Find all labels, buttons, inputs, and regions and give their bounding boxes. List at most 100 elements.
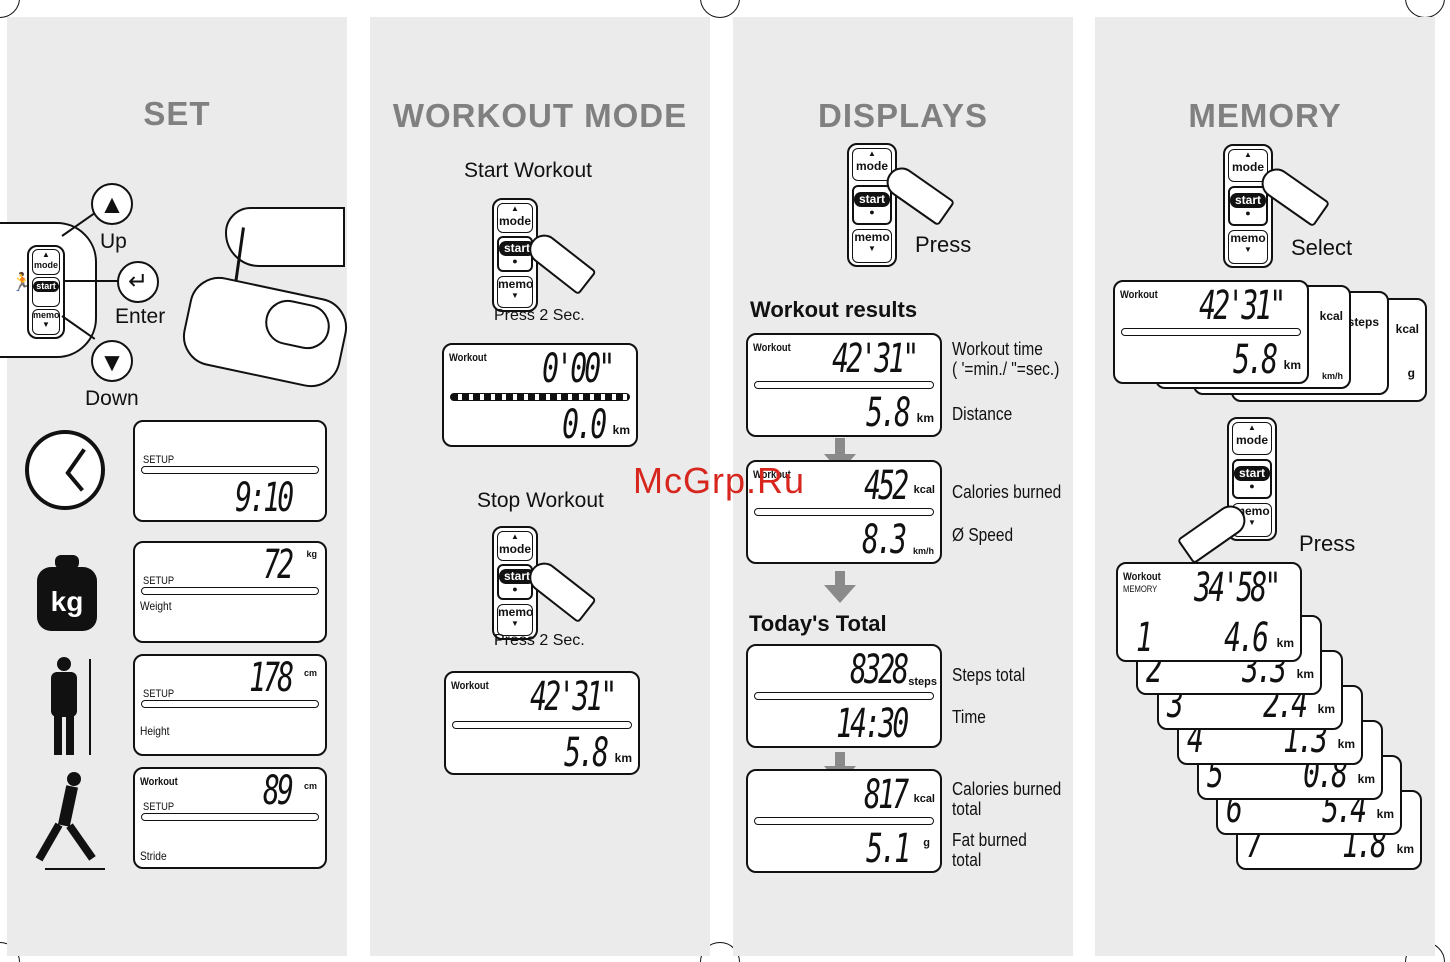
- record-unit: km: [1357, 772, 1375, 786]
- flow-arrow: [835, 571, 845, 585]
- fat-value: 5.1: [865, 826, 911, 872]
- distance-value: 0.0: [561, 402, 607, 448]
- setup-tag: SETUP: [143, 688, 175, 700]
- start-button[interactable]: start●: [1232, 459, 1272, 499]
- start-button[interactable]: start●: [497, 564, 536, 600]
- distance-unit: km: [1283, 358, 1301, 372]
- workout-time-value: 34'58": [1193, 565, 1281, 611]
- memo-button[interactable]: memo▼: [497, 276, 533, 308]
- watermark: McGrp.Ru: [633, 460, 806, 501]
- distance-value: 5.8: [563, 730, 609, 776]
- workout-tag: Workout: [451, 680, 489, 692]
- memo-button[interactable]: memo▼: [32, 309, 60, 335]
- set-stride-display: Workout SETUP Stride 89 cm: [133, 767, 327, 869]
- person-height-icon: [47, 657, 102, 757]
- set-weight-display: SETUP Weight 72 kg: [133, 541, 327, 643]
- calories-total-unit: kcal: [913, 793, 935, 805]
- stride-value: 89: [262, 768, 294, 814]
- start-workout-label: Start Workout: [464, 159, 592, 182]
- workout-mode-panel: WORKOUT MODE Start Workout ▲mode start● …: [370, 17, 710, 956]
- weight-kg-icon: kg: [37, 555, 97, 631]
- mode-button[interactable]: ▲mode: [497, 531, 533, 561]
- back-unit: km/h: [1321, 371, 1343, 381]
- steps-unit: steps: [908, 676, 937, 688]
- finger-pointer-icon: [1176, 499, 1252, 565]
- memory-select-device: ▲mode start● memo▼: [1223, 144, 1273, 268]
- record-unit: km: [1396, 842, 1414, 856]
- workout-tag: Workout: [753, 469, 791, 481]
- workout-tag: Workout: [753, 342, 791, 354]
- workout-start-display: Workout 0'00" 0.0 km: [442, 343, 638, 447]
- record-unit: km: [1376, 807, 1394, 821]
- workout-tag: Workout: [140, 776, 178, 788]
- memo-button[interactable]: memo▼: [497, 604, 533, 636]
- memory-front-display: Workout 42'31" 5.8 km: [1113, 280, 1309, 384]
- start-button[interactable]: start●: [852, 185, 892, 225]
- mode-button[interactable]: ▲mode: [497, 203, 533, 233]
- weight-value: 72: [262, 542, 294, 588]
- start-button[interactable]: start: [32, 277, 60, 307]
- displays-device: ▲mode start● memo▼: [847, 143, 897, 267]
- speed-unit: km/h: [912, 546, 934, 556]
- weight-label: Weight: [140, 599, 172, 613]
- flow-arrow: [835, 752, 845, 766]
- height-value: 178: [248, 655, 294, 701]
- memory-record-head: Workout MEMORY 34'58" 1 4.6 km: [1116, 562, 1302, 662]
- set-device-buttons: ▲mode start memo▼: [27, 245, 65, 339]
- distance-unit: km: [916, 411, 934, 425]
- memory-panel: MEMORY ▲mode start● memo▼ Select kcal g …: [1095, 17, 1435, 956]
- up-button-icon: ▲: [91, 183, 133, 225]
- workout-time-value: 42'31": [831, 336, 919, 382]
- record-unit: km: [1337, 737, 1355, 751]
- calories-speed-display: Workout 452 kcal 8.3 km/h: [746, 460, 942, 564]
- set-panel: SET 🏃 ▲mode start memo▼ ▲ Up ↵ Enter ▼ D…: [0, 17, 353, 956]
- setup-tag: SETUP: [143, 801, 175, 813]
- enter-label: Enter: [115, 305, 166, 328]
- record-number: 1: [1135, 615, 1153, 661]
- memo-button[interactable]: memo▼: [852, 229, 892, 263]
- start-button[interactable]: start●: [1228, 186, 1268, 226]
- mode-button[interactable]: ▲mode: [852, 148, 892, 181]
- workout-time-value: 0'00": [541, 346, 615, 392]
- stop-workout-device: ▲mode start● memo▼: [492, 526, 538, 640]
- calories-total-label-2: total: [952, 799, 982, 819]
- press-2-sec-label: Press 2 Sec.: [494, 307, 585, 324]
- clock-icon: [25, 430, 105, 510]
- mode-button[interactable]: ▲mode: [32, 249, 60, 275]
- start-workout-device: ▲mode start● memo▼: [492, 198, 538, 312]
- fat-burned-label-2: total: [952, 850, 982, 870]
- speed-value: 8.3: [861, 517, 907, 563]
- setup-tag: SETUP: [143, 575, 175, 587]
- setup-tag: SETUP: [143, 454, 175, 466]
- displays-panel: DISPLAYS ▲mode start● memo▼ Press Workou…: [733, 17, 1073, 956]
- start-button[interactable]: start●: [497, 236, 536, 272]
- back-unit: g: [1407, 366, 1415, 380]
- steps-total-label: Steps total: [952, 665, 1026, 685]
- set-time-display: SETUP 9:10: [133, 420, 327, 522]
- back-unit: kcal: [1395, 322, 1419, 336]
- calories-value: 452: [863, 463, 909, 509]
- record-unit: km: [1317, 702, 1335, 716]
- memory-tag: MEMORY: [1123, 584, 1158, 594]
- crop-mark: [1405, 0, 1445, 18]
- press-label: Press: [915, 232, 972, 257]
- crop-mark: [0, 0, 20, 18]
- stop-workout-label: Stop Workout: [477, 489, 604, 512]
- back-unit: kcal: [1319, 309, 1343, 323]
- runner-stride-icon: [35, 772, 112, 872]
- time-value: 9:10: [234, 475, 294, 521]
- record-distance: 4.6: [1223, 615, 1269, 661]
- connector-line: [65, 280, 120, 282]
- memo-button[interactable]: memo▼: [1228, 230, 1268, 264]
- mode-button[interactable]: ▲mode: [1228, 149, 1268, 182]
- workout-results-heading: Workout results: [750, 297, 918, 322]
- fat-unit: g: [923, 837, 930, 849]
- calories-fat-display: 817 kcal 5.1 g: [746, 769, 942, 873]
- calories-total-value: 817: [863, 772, 909, 818]
- workout-tag: Workout: [1120, 289, 1158, 301]
- displays-title: DISPLAYS: [817, 97, 988, 134]
- distance-value: 5.8: [1232, 337, 1278, 383]
- mode-button[interactable]: ▲mode: [1232, 422, 1272, 455]
- todays-total-heading: Today's Total: [749, 611, 887, 636]
- down-button-icon: ▼: [91, 340, 133, 382]
